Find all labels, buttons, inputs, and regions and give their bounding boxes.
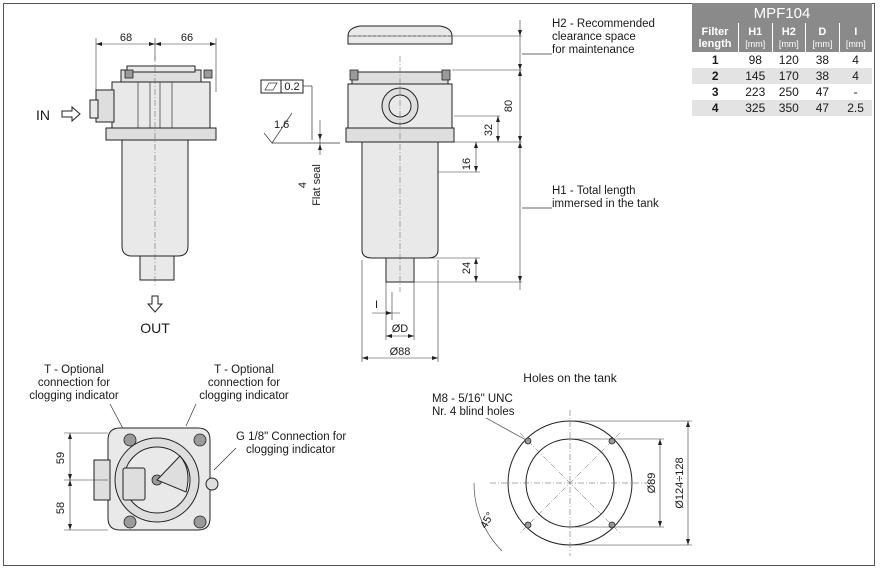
table-header: H1[mm] <box>738 23 773 52</box>
header-label: Filter length <box>698 26 732 50</box>
header-unit: [mm] <box>845 39 866 49</box>
header-label: I <box>854 26 858 38</box>
table-cell: 3 <box>711 85 719 99</box>
table-row: 4 325 350 47 2.5 <box>692 100 872 116</box>
m8-note-line-1: M8 - 5/16" UNC <box>432 393 513 405</box>
drawing-frame <box>3 3 875 566</box>
dim-od: ØD <box>392 323 409 335</box>
dim-89: Ø89 <box>646 473 658 494</box>
table-row: 1 98 120 38 4 <box>692 52 872 68</box>
dim-124: Ø124÷128 <box>674 457 686 508</box>
out-label: OUT <box>140 320 170 336</box>
t-right-line-1: T - Optional <box>214 364 274 376</box>
in-arrow-icon <box>61 105 81 123</box>
dim-32: 32 <box>483 124 495 136</box>
dim-58: 58 <box>55 502 67 514</box>
header-unit: [mm] <box>745 39 766 49</box>
table-cell: - <box>853 85 858 99</box>
table-header: D[mm] <box>805 23 840 52</box>
table-cell: 2.5 <box>839 100 872 116</box>
in-label: IN <box>36 107 50 123</box>
filter-top-view: T - Optional connection for clogging ind… <box>29 364 346 531</box>
table-cell: 4 <box>852 53 859 67</box>
table-cell: 350 <box>772 100 806 116</box>
dim-59: 59 <box>55 452 67 464</box>
h2-note-line-2: clearance space <box>552 31 636 43</box>
dim-80: 80 <box>503 100 515 112</box>
spec-table: MPF104 Filter length H1[mm] H2[mm] D[mm]… <box>692 3 872 116</box>
h2-note-line-1: H2 - Recommended <box>552 18 655 30</box>
dim-16: 16 <box>461 158 473 170</box>
flatness-value: 0.2 <box>284 81 299 93</box>
table-header: H2[mm] <box>771 23 806 52</box>
header-label: H1 <box>748 26 763 38</box>
dim-i: I <box>375 299 378 311</box>
table-title-row: MPF104 <box>692 3 872 23</box>
table-cell: 4 <box>692 100 739 116</box>
table-cell: 4 <box>839 68 872 84</box>
table-cell: 1 <box>711 53 719 67</box>
dim-88: Ø88 <box>390 346 411 358</box>
h1-note-line-2: immersed in the tank <box>552 198 659 210</box>
t-right-line-2: connection for <box>208 377 280 389</box>
dim-24: 24 <box>461 262 473 274</box>
table-cell: 325 <box>738 100 773 116</box>
table-cell: 250 <box>778 85 799 99</box>
header-label: D <box>818 26 827 38</box>
header-label: H2 <box>781 26 796 38</box>
header-unit: [mm] <box>812 39 833 49</box>
table-cell: 170 <box>772 68 806 84</box>
t-left-line-3: clogging indicator <box>29 390 119 402</box>
table-row: 2 145 170 38 4 <box>692 68 872 84</box>
t-left-line-1: T - Optional <box>44 364 104 376</box>
h2-note-line-3: for maintenance <box>552 44 634 56</box>
table-header: I[mm] <box>838 23 872 52</box>
table-title: MPF104 <box>692 3 872 23</box>
table-cell: 47 <box>815 85 830 99</box>
t-left-line-2: connection for <box>38 377 110 389</box>
table-cell: 120 <box>778 53 799 67</box>
dim-66: 66 <box>181 32 193 44</box>
table-cell: 98 <box>748 53 762 67</box>
flat-seal-label: Flat seal <box>311 164 323 206</box>
t-right-line-3: clogging indicator <box>199 390 289 402</box>
table-cell: 2 <box>692 68 739 84</box>
holes-title: Holes on the tank <box>523 371 617 385</box>
filter-front-view: 0.2 1.6 4 Flat seal 80 32 <box>260 18 659 362</box>
table-row: 3 223 250 47 - <box>692 84 872 100</box>
table-cell: 145 <box>738 68 773 84</box>
g-conn-line-2: clogging indicator <box>246 444 336 456</box>
h1-note-line-1: H1 - Total length <box>552 185 636 197</box>
m8-note-line-2: Nr. 4 blind holes <box>432 406 515 418</box>
table-cell: 223 <box>745 85 766 99</box>
roughness-value: 1.6 <box>274 119 289 131</box>
table-header: Filter length <box>692 23 739 52</box>
table-cell: 38 <box>805 68 840 84</box>
dim-68: 68 <box>120 32 132 44</box>
flat-seal-value: 4 <box>297 182 309 188</box>
table-cell: 47 <box>805 100 840 116</box>
out-arrow-icon <box>146 295 164 313</box>
table-header-row: Filter length H1[mm] H2[mm] D[mm] I[mm] <box>692 23 872 52</box>
tank-holes-view: Holes on the tank M8 - 5/16" UNC Nr. 4 b… <box>432 371 692 556</box>
header-unit: [mm] <box>778 39 799 49</box>
filter-side-view: 68 66 IN OUT <box>36 32 217 336</box>
table-cell: 38 <box>815 53 830 67</box>
g-conn-line-1: G 1/8" Connection for <box>236 431 346 443</box>
dim-45: 45° <box>478 510 497 530</box>
